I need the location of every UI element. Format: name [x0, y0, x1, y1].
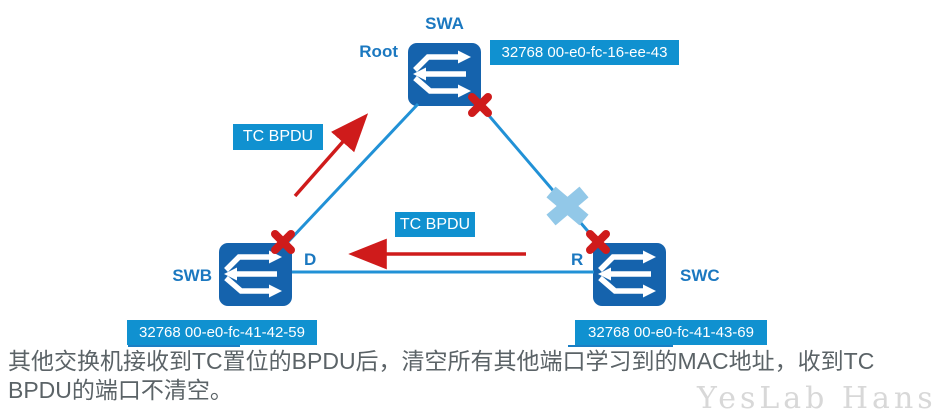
- underline-swc: [568, 345, 673, 347]
- link-swa-swc: [477, 103, 600, 244]
- label-root: Root: [359, 42, 398, 61]
- label-port-d: D: [304, 250, 317, 269]
- switch-glyph: [593, 243, 666, 306]
- switch-glyph: [408, 43, 481, 106]
- switch-icon-swb: [219, 243, 292, 306]
- switch-icon-swa: [408, 43, 481, 106]
- caption-text: 其他交换机接收到TC置位的BPDU后，清空所有其他端口学习到的MAC地址，收到T…: [8, 347, 936, 405]
- bridge-id-swa: 32768 00-e0-fc-16-ee-43: [490, 40, 679, 65]
- bridge-id-swc: 32768 00-e0-fc-41-43-69: [575, 320, 767, 345]
- label-swa: SWA: [425, 14, 464, 33]
- tc-bpdu-box-left: TC BPDU: [233, 124, 323, 150]
- caption-line-2: BPDU的端口不清空。: [8, 377, 233, 403]
- underline-swb: [128, 345, 240, 347]
- watermark-text: YesLab Hans: [697, 381, 937, 409]
- switch-icon-swc: [593, 243, 666, 306]
- blocked-link-x-icon: [546, 186, 589, 226]
- label-swc: SWC: [680, 266, 720, 285]
- bridge-id-swb: 32768 00-e0-fc-41-42-59: [127, 320, 317, 345]
- caption-line-1: 其他交换机接收到TC置位的BPDU后，清空所有其他端口学习到的MAC地址，收到T…: [8, 348, 875, 374]
- label-swb: SWB: [172, 266, 212, 285]
- label-port-r: R: [571, 250, 584, 269]
- switch-glyph: [219, 243, 292, 306]
- tc-bpdu-box-middle: TC BPDU: [395, 212, 475, 237]
